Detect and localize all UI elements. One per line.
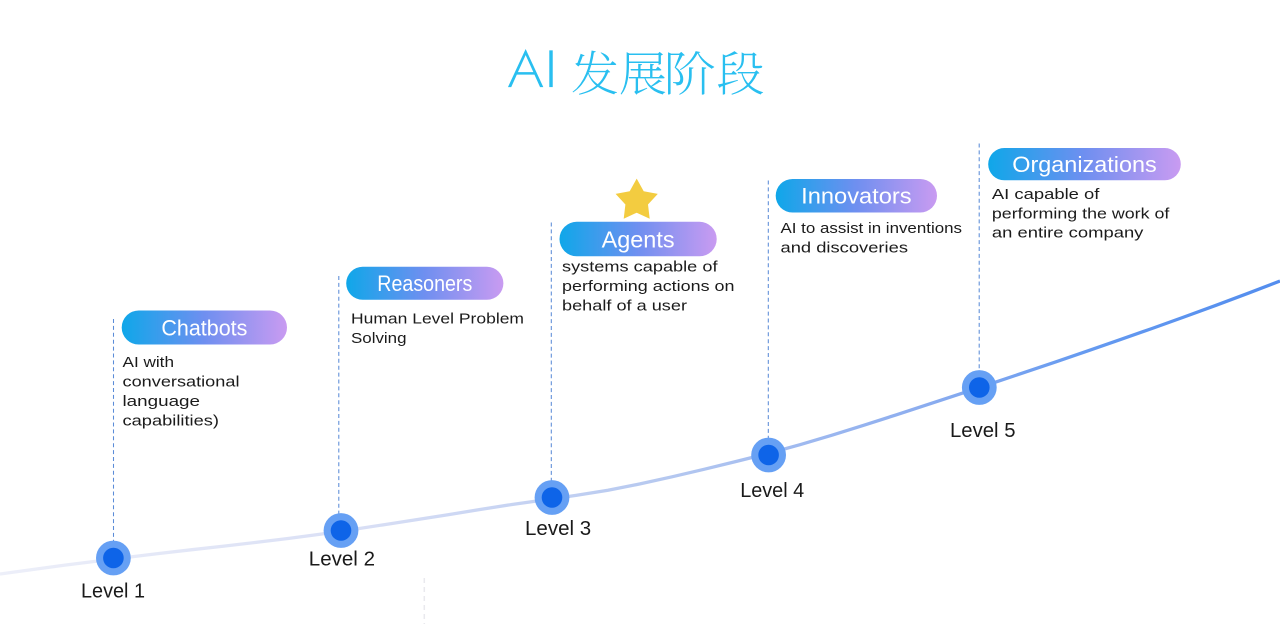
svg-text:Level 2: Level 2 bbox=[309, 549, 375, 571]
svg-text:Chatbots: Chatbots bbox=[161, 315, 247, 340]
svg-text:conversational: conversational bbox=[123, 374, 240, 391]
svg-text:performing the work of: performing the work of bbox=[992, 205, 1170, 222]
svg-text:Innovators: Innovators bbox=[801, 184, 912, 209]
svg-text:Level 3: Level 3 bbox=[525, 518, 591, 540]
svg-text:behalf of a user: behalf of a user bbox=[562, 298, 687, 315]
svg-text:AI capable of: AI capable of bbox=[992, 186, 1101, 203]
svg-text:performing actions on: performing actions on bbox=[562, 278, 735, 295]
svg-text:an entire company: an entire company bbox=[992, 225, 1144, 242]
svg-text:Agents: Agents bbox=[602, 226, 675, 252]
svg-text:Organizations: Organizations bbox=[1012, 152, 1157, 177]
svg-text:Human Level Problem: Human Level Problem bbox=[351, 310, 524, 327]
svg-text:Level 4: Level 4 bbox=[740, 480, 804, 502]
svg-text:AI to assist in inventions: AI to assist in inventions bbox=[781, 220, 963, 237]
svg-text:and discoveries: and discoveries bbox=[781, 240, 909, 257]
svg-text:capabilities): capabilities) bbox=[123, 413, 220, 430]
svg-text:language: language bbox=[123, 393, 201, 410]
svg-text:systems capable of: systems capable of bbox=[562, 259, 718, 276]
svg-text:Level 5: Level 5 bbox=[950, 420, 1016, 442]
svg-text:Reasoners: Reasoners bbox=[377, 271, 472, 296]
svg-text:Solving: Solving bbox=[351, 330, 407, 347]
svg-text:AI with: AI with bbox=[123, 354, 175, 371]
svg-text:Level 1: Level 1 bbox=[81, 581, 145, 603]
